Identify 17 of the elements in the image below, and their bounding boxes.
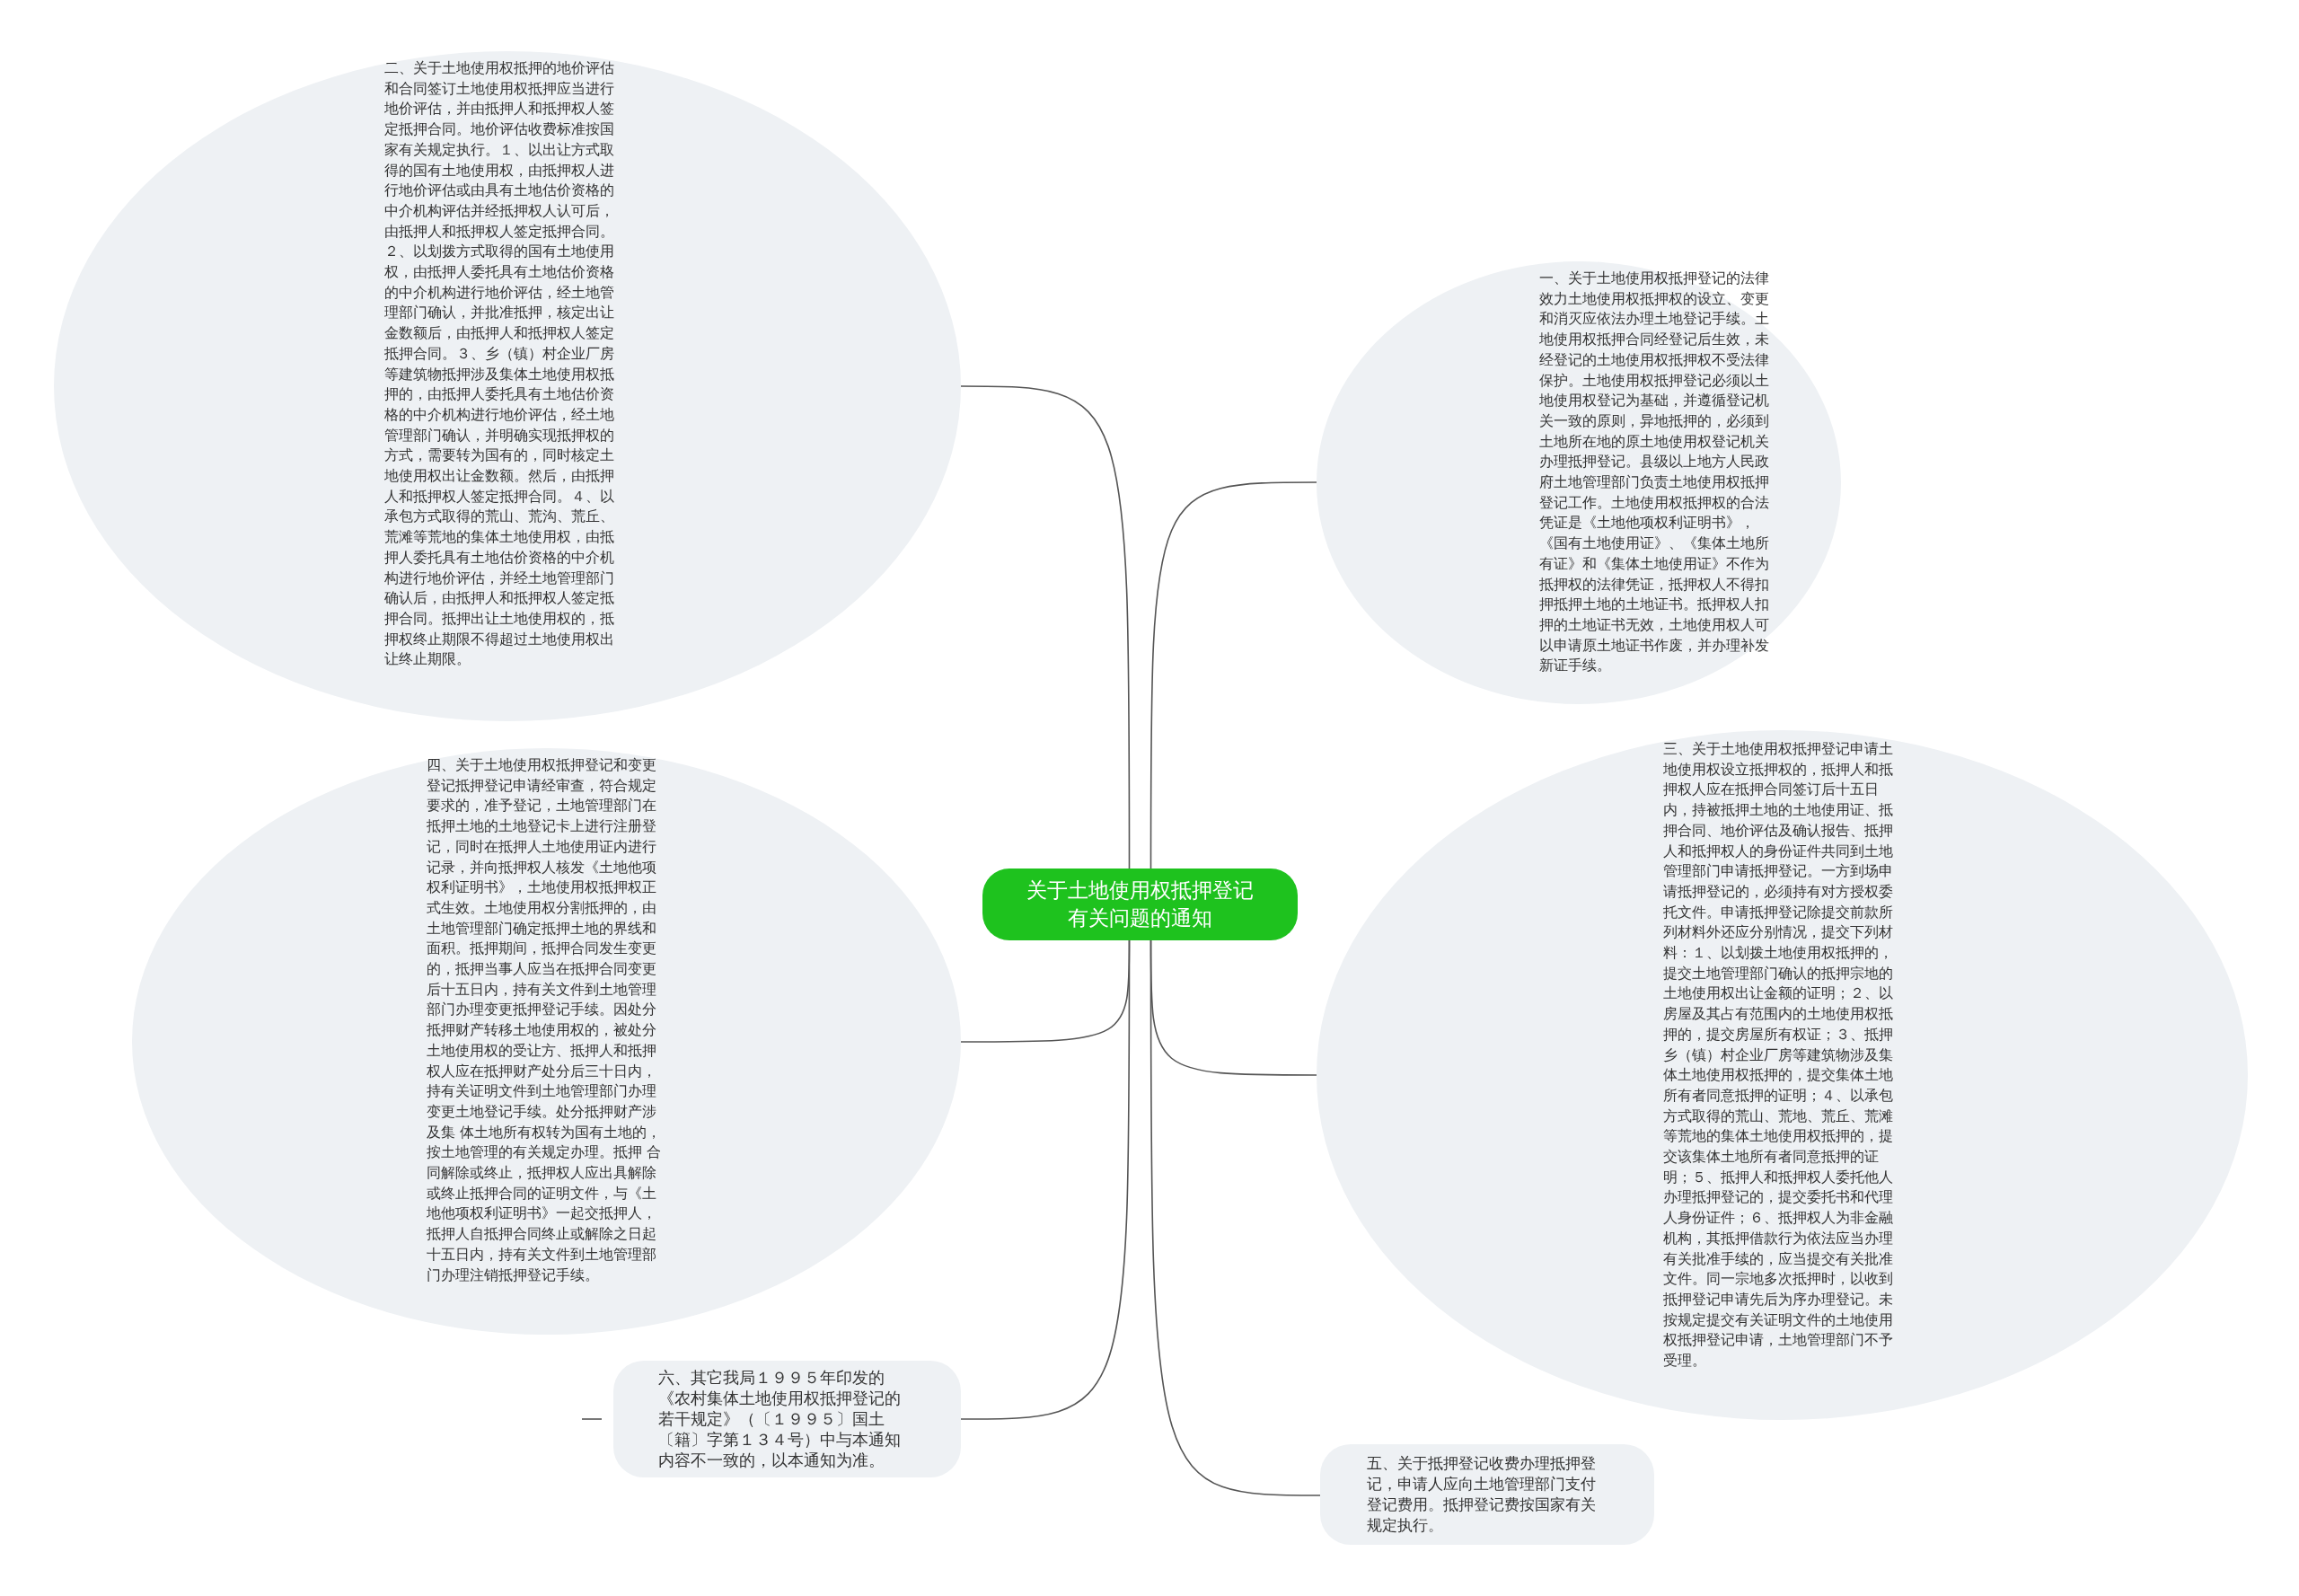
topic-text: 四、关于土地使用权抵押登记和变更登记抵押登记申请经审查，符合规定要求的，准予登记，土地管理部门在抵押土地的土地登记卡上进行注册登记，同时在抵押人土地使用证内进行记录，并向抵押权人核发《土地他项权利证明书》，土地使用权抵押权正式生效。土地使用权分割抵押的，由土地管理部门确定抵押土地的界线和面积。抵押期间，抵押合同发生变更的，抵押当事人应当在抵押合同变更后十五日内，持有关文件到土地管理部门办理变更抵押登记手续。因处分抵押财产转移土地使用权的，被处分土地使用权的受让方、抵押人和抵押权人应在抵押财产处分后三十日内，持有关证明文件到土地管理部门办理变更土地登记手续。处分抵押财产涉及集 体土地所有权转为国有土地的，按土地管理的有关规定办理。抵押 合同解除或终止，抵押权人应出具解除或终止抵押合同的证明文件，与《土地他项权利证明书》一起交抵押人，抵押人自抵押合同终止或解除之日起十五日内，持有关文件到土地管理部门办理注销抵押登记手续。 <box>427 755 663 1285</box>
connector <box>1150 481 1317 869</box>
topic-ellipse <box>1317 730 2248 1420</box>
connector <box>1150 939 1321 1496</box>
topic-text: 二、关于土地使用权抵押的地价评估和合同签订土地使用权抵押应当进行地价评估，并由抵押人和抵押权人签定抵押合同。地价评估收费标准按国家有关规定执行。１、以出让方式取得的国有土地使用权，由抵押权人进行地价评估或由具有土地估价资格的中介机构评估并经抵押权人认可后，由抵押人和抵押权人签定抵押合同。２、以划拨方式取得的国有土地使用权，由抵押人委托具有土地估价资格的中介机构进行地价评估，经土地管理部门确认，并批准抵押，核定出让金数额后，由抵押人和抵押权人签定抵押合同。３、乡（镇）村企业厂房等建筑物抵押涉及集体土地使用权抵押的，由抵押人委托具有土地估价资格的中介机构进行地价评估，经土地管理部门确认，并明确实现抵押权的方式，需要转为国有的，同时核定土地使用权出让金数额。然后，由抵押人和抵押权人签定抵押合同。４、以承包方式取得的荒山、荒沟、荒丘、荒滩等荒地的集体土地使用权，由抵押人委托具有土地估价资格的中介机构进行地价评估，并经土地管理部门确认后，由抵押人和抵押权人签定抵押合同。抵押出让土地使用权的，抵押权终止期限不得超过土地使用权出让终止期限。 <box>384 58 615 670</box>
topic-ellipse <box>54 51 961 721</box>
topic-text: 一、关于土地使用权抵押登记的法律效力土地使用权抵押权的设立、变更和消灭应依法办理土地登记手续。土地使用权抵押合同经登记后生效，未经登记的土地使用权抵押权不受法律保护。土地使用权抵押登记必须以土地使用权登记为基础，并遵循登记机关一致的原则，异地抵押的，必须到土地所在地的原土地使用权登记机关办理抵押登记。县级以上地方人民政府土地管理部门负责土地使用权抵押登记工作。土地使用权抵押权的合法凭证是《土地他项权利证明书》，《国有土地使用证》、《集体土地所有证》和《集体土地使用证》不作为抵押权的法律凭证，抵押权人不得扣押抵押土地的土地证书。抵押权人扣押的土地证书无效，土地使用权人可以申请原土地证书作废，并办理补发新证手续。 <box>1539 269 1770 676</box>
connector <box>960 385 1131 869</box>
topic-box: 关于土地使用权抵押登记有关问题的通知 <box>982 869 1298 940</box>
topic-box <box>613 1361 961 1477</box>
connector <box>960 939 1131 1420</box>
topic-text: 六、其它我局１９９５年印发的《农村集体土地使用权抵押登记的若干规定》（〔１９９５〕国土〔籍〕字第１３４号）中与本通知内容不一致的，以本通知为准。 <box>658 1368 902 1471</box>
topic-ellipse <box>132 748 961 1335</box>
topic-ellipse <box>1317 261 1841 704</box>
topic-text: 三、关于土地使用权抵押登记申请土地使用权设立抵押权的，抵押人和抵押权人应在抵押合同签订后十五日内，持被抵押土地的土地使用证、抵押合同、地价评估及确认报告、抵押人和抵押权人的身份证件共同到土地管理部门申请抵押登记。一方到场申请抵押登记的，必须持有对方授权委托文件。申请抵押登记除提交前款所列材料外还应分别情况，提交下列材料：１、以划拨土地使用权抵押的，提交土地管理部门确认的抵押宗地的土地使用权出让金额的证明；２、以房屋及其占有范围内的土地使用权抵押的，提交房屋所有权证；３、抵押乡（镇）村企业厂房等建筑物涉及集体土地使用权抵押的，提交集体土地所有者同意抵押的证明；４、以承包方式取得的荒山、荒地、荒丘、荒滩等荒地的集体土地使用权抵押的，提交该集体土地所有者同意抵押的证明；５、抵押人和抵押权人委托他人办理抵押登记的，提交委托书和代理人身份证件；６、抵押权人为非金融机构，其抵押借款行为依法应当办理有关批准手续的，应当提交有关批准文件。同一宗地多次抵押时，以收到抵押登记申请先后为序办理登记。未按规定提交有关证明文件的土地使用权抵押登记申请，土地管理部门不予受理。 <box>1663 739 1894 1371</box>
topic-text: 五、关于抵押登记收费办理抵押登记，申请人应向土地管理部门支付登记费用。抵押登记费按国家有关规定执行。 <box>1367 1453 1597 1536</box>
topic-box <box>1320 1444 1654 1545</box>
